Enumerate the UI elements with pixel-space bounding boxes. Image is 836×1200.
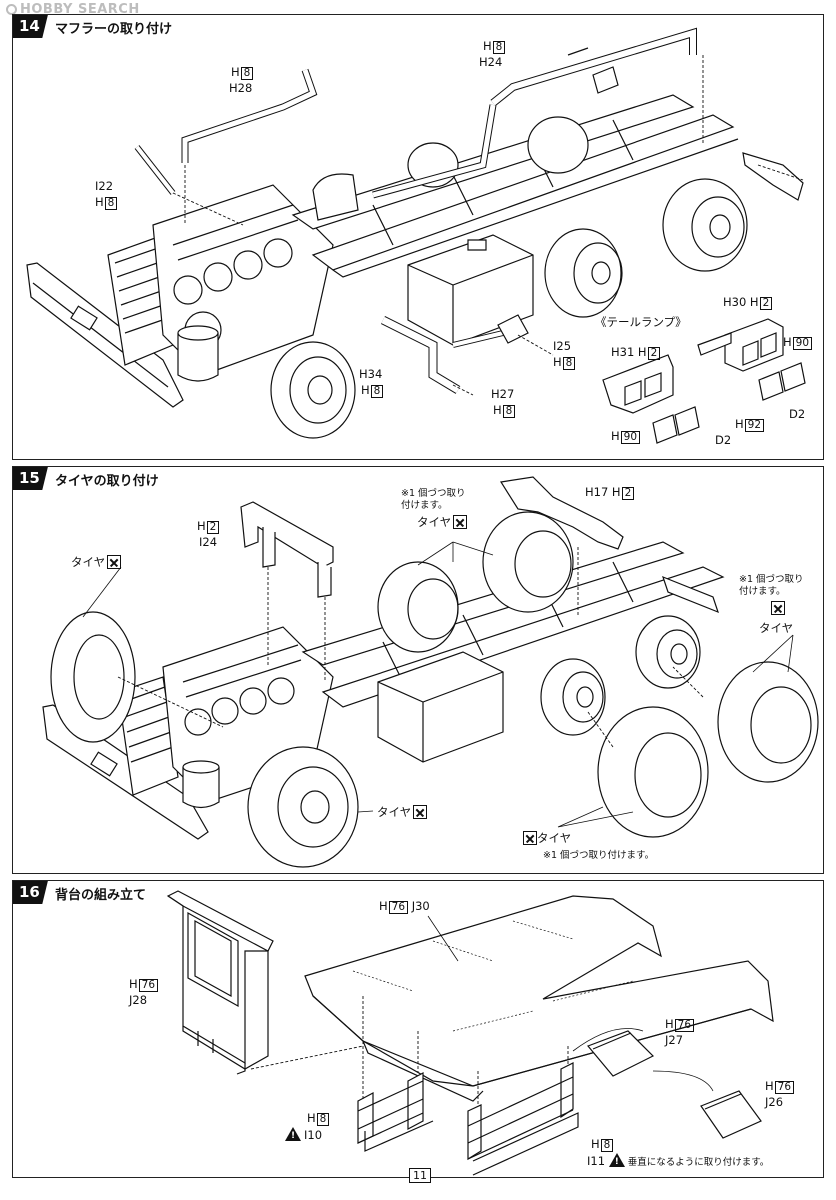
tool-icon [413, 805, 428, 819]
label-d2-right: D2 [789, 407, 806, 421]
label-i10: I10 [285, 1127, 322, 1143]
note-right-2: 付けます。 [739, 586, 786, 597]
label-tire-front: タイヤ [377, 805, 428, 819]
step-15-illustration [13, 467, 823, 873]
label-tire-right: タイヤ [759, 621, 794, 635]
step-16-panel: 16 背台の組み立て [12, 880, 824, 1178]
step-14-illustration [13, 15, 823, 459]
label-i11: I11 垂直になるように取り付けます。 [587, 1153, 769, 1170]
tool-icon [453, 515, 468, 529]
note-top-2: 付けます。 [401, 500, 448, 511]
page-number: 11 [409, 1168, 431, 1183]
warning-icon [608, 1153, 625, 1169]
step-title: タイヤの取り付け [55, 474, 159, 489]
label-h27: H27 [491, 387, 515, 401]
step-15-panel: 15 タイヤの取り付け [12, 466, 824, 874]
label-tire-left: タイヤ [71, 555, 122, 569]
label-h24: H24 [479, 55, 503, 69]
tool-icon [107, 555, 122, 569]
tool-icon [523, 831, 537, 845]
note-top: ※1 個づつ取り [401, 488, 466, 499]
label-i25: I25 [553, 339, 572, 353]
watermark-text: HOBBY SEARCH [20, 2, 140, 17]
label-tire-top: タイヤ [417, 515, 468, 529]
step-14-panel: 14 マフラーの取り付け [12, 14, 824, 460]
label-tail-lamp: 《テールランプ》 [595, 315, 687, 329]
step-title: マフラーの取り付け [55, 22, 173, 37]
label-h28: H28 [229, 81, 253, 95]
note-bottom: ※1 個づつ取り付けます。 [543, 850, 655, 861]
note-right: ※1 個づつ取り [739, 574, 804, 585]
warning-icon [285, 1127, 301, 1143]
watermark: HOBBY SEARCH [6, 2, 140, 17]
step-title: 背台の組み立て [55, 888, 147, 903]
label-h34: H34 [359, 367, 383, 381]
step-16-illustration [13, 881, 823, 1177]
label-j27: J27 [665, 1033, 684, 1047]
label-tire-bottom: タイヤ [521, 831, 571, 845]
tool-icon-right [769, 601, 785, 615]
label-i22: I22 [95, 179, 114, 193]
label-j26: J26 [765, 1095, 784, 1109]
logo-icon [6, 4, 17, 15]
step-number: 14 [13, 15, 48, 38]
step-number: 16 [13, 881, 48, 904]
label-j28: J28 [129, 993, 148, 1007]
label-d2-left: D2 [715, 433, 732, 447]
label-i24: I24 [199, 535, 218, 549]
step-number: 15 [13, 467, 48, 490]
